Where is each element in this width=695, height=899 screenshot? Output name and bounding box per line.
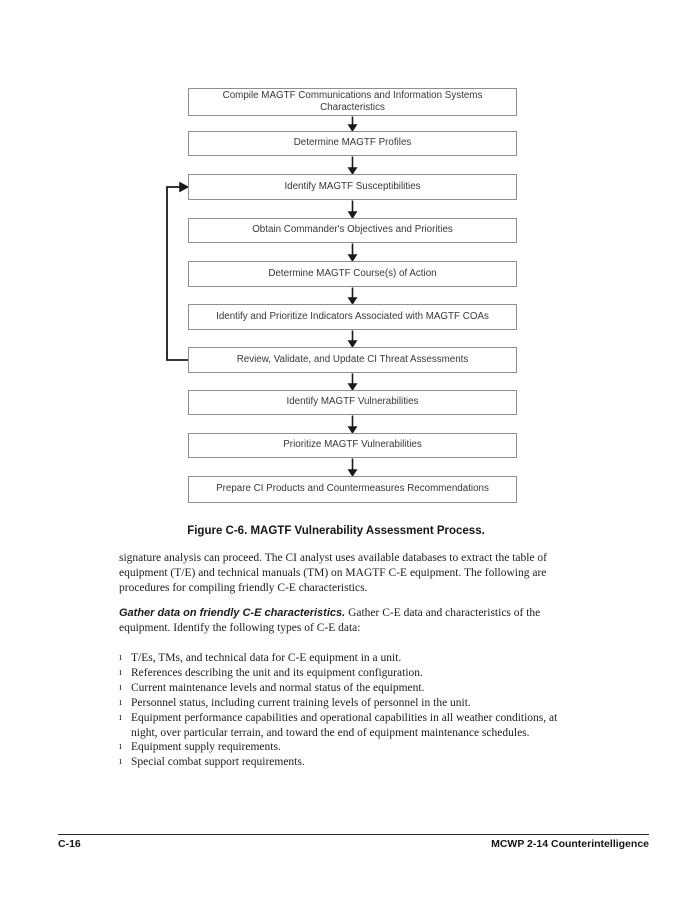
flow-step-prioritize-vulnerabilities: Prioritize MAGTF Vulnerabilities — [188, 433, 517, 458]
down-arrow-icon — [347, 243, 358, 262]
list-item-text: Current maintenance levels and normal st… — [131, 681, 425, 694]
bullet-icon: ı — [119, 652, 122, 663]
flow-step-prepare-ci-products: Prepare CI Products and Countermeasures … — [188, 476, 517, 503]
down-arrow-icon — [347, 200, 358, 219]
down-arrow-icon — [347, 116, 358, 132]
flow-step-compile-characteristics: Compile MAGTF Communications and Informa… — [188, 88, 517, 116]
list-item: ı Special combat support requirements. — [119, 755, 571, 770]
down-arrow-icon — [347, 373, 358, 391]
flow-step-determine-coa: Determine MAGTF Course(s) of Action — [188, 261, 517, 287]
list-item-text: References describing the unit and its e… — [131, 666, 423, 679]
down-arrow-icon — [347, 156, 358, 175]
list-item: ı References describing the unit and its … — [119, 666, 571, 681]
paragraph-text: Gather C-E data and characteristics of t… — [119, 607, 541, 634]
flow-step-identify-susceptibilities: Identify MAGTF Susceptibilities — [188, 174, 517, 200]
list-item-text: Equipment performance capabilities and o… — [131, 711, 558, 739]
paragraph-lead-in: Gather data on friendly C-E characterist… — [119, 607, 346, 619]
flow-step-identify-vulnerabilities: Identify MAGTF Vulnerabilities — [188, 390, 517, 415]
list-item: ı Personnel status, including current tra… — [119, 696, 571, 711]
body-paragraph: signature analysis can proceed. The CI a… — [119, 552, 547, 594]
publication-title: MCWP 2-14 Counterintelligence — [491, 838, 649, 850]
bullet-icon: ı — [119, 666, 122, 678]
list-item-text: T/Es, TMs, and technical data for C-E eq… — [131, 652, 402, 664]
bullet-icon: ı — [119, 756, 122, 768]
feedback-arrow-icon — [166, 181, 190, 361]
down-arrow-icon — [347, 458, 358, 477]
list-item: ı T/Es, TMs, and technical data for C-E e… — [119, 651, 571, 666]
list-item: ı Equipment performance capabilities and … — [119, 711, 571, 741]
page-footer: C-16 MCWP 2-14 Counterintelligence — [58, 838, 649, 850]
body-paragraph: Gather data on friendly C-E characterist… — [119, 606, 567, 636]
list-item-text: Equipment supply requirements. — [131, 741, 281, 754]
down-arrow-icon — [347, 415, 358, 434]
bullet-icon: ı — [119, 741, 122, 753]
page-number: C-16 — [58, 838, 81, 850]
bullet-icon: ı — [119, 696, 122, 708]
bullet-icon: ı — [119, 711, 122, 723]
list-item-text: Personnel status, including current trai… — [131, 696, 471, 709]
ce-data-bullet-list: ı T/Es, TMs, and technical data for C-E e… — [119, 651, 571, 770]
list-item: ı Equipment supply requirements. — [119, 740, 571, 755]
bullet-icon: ı — [119, 681, 122, 693]
flow-step-review-threat-assessments: Review, Validate, and Update CI Threat A… — [188, 347, 517, 373]
flow-step-obtain-objectives: Obtain Commander's Objectives and Priori… — [188, 218, 517, 243]
list-item: ı Current maintenance levels and normal s… — [119, 681, 571, 696]
flow-step-prioritize-indicators: Identify and Prioritize Indicators Assoc… — [188, 304, 517, 330]
figure-caption: Figure C-6. MAGTF Vulnerability Assessme… — [187, 525, 485, 537]
down-arrow-icon — [347, 287, 358, 305]
down-arrow-icon — [347, 330, 358, 348]
footer-divider — [58, 834, 649, 835]
list-item-text: Special combat support requirements. — [131, 756, 305, 769]
flow-step-determine-profiles: Determine MAGTF Profiles — [188, 131, 517, 156]
